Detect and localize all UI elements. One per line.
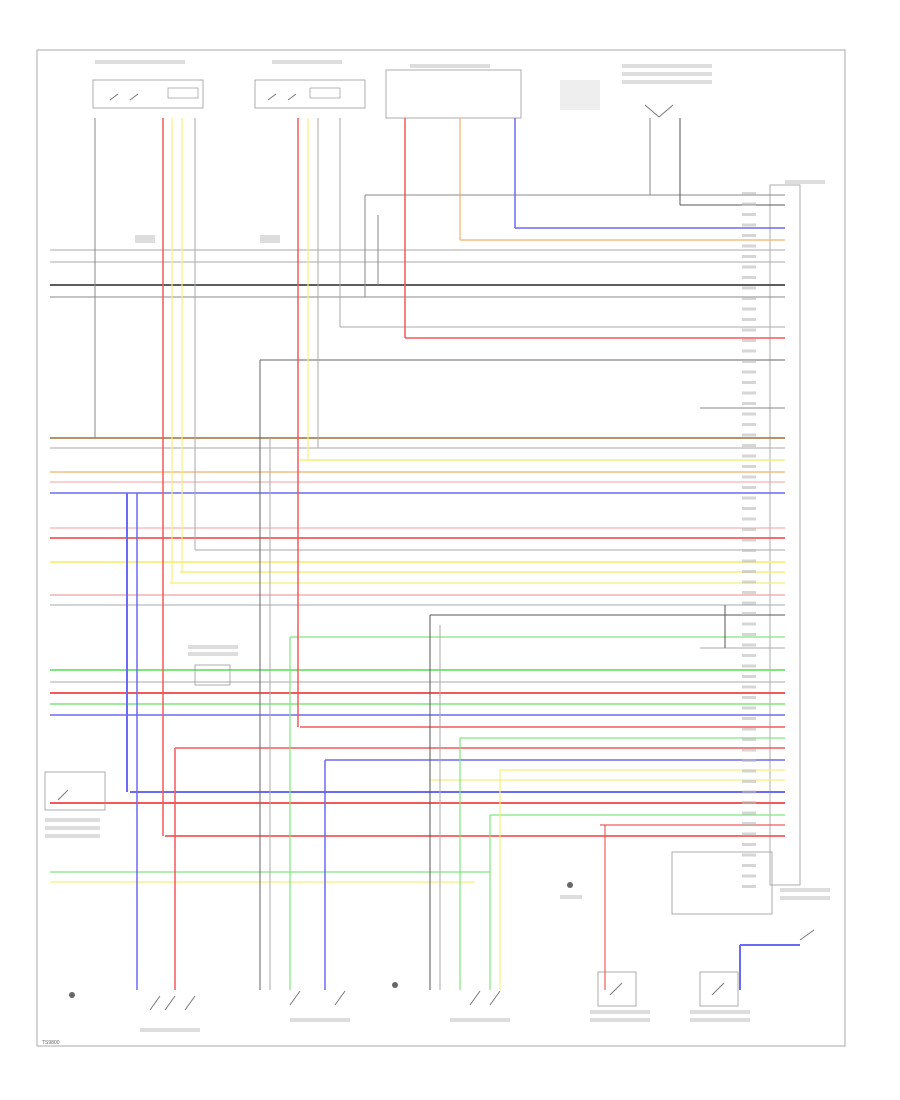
top-right-component xyxy=(622,64,712,118)
ground-symbols xyxy=(135,235,280,243)
left-side-switch xyxy=(44,771,106,838)
right-side-label-box xyxy=(671,851,830,941)
corner-label: TS9800 xyxy=(42,1040,60,1046)
top-center-module xyxy=(385,64,600,119)
top-left-switch-2 xyxy=(254,60,366,109)
top-left-switch-1 xyxy=(92,60,204,109)
wire-bundle-horizontal xyxy=(50,194,785,883)
wire-bundle-vertical xyxy=(94,118,800,990)
bottom-ground-symbols xyxy=(69,882,582,998)
right-connector-block xyxy=(769,180,825,886)
bottom-right-module-1 xyxy=(590,971,650,1022)
bottom-switches xyxy=(140,990,510,1032)
mid-left-relay xyxy=(188,645,238,686)
bottom-right-module-2 xyxy=(690,971,750,1022)
diagram-frame xyxy=(36,49,846,1047)
connector-pins xyxy=(742,190,756,890)
